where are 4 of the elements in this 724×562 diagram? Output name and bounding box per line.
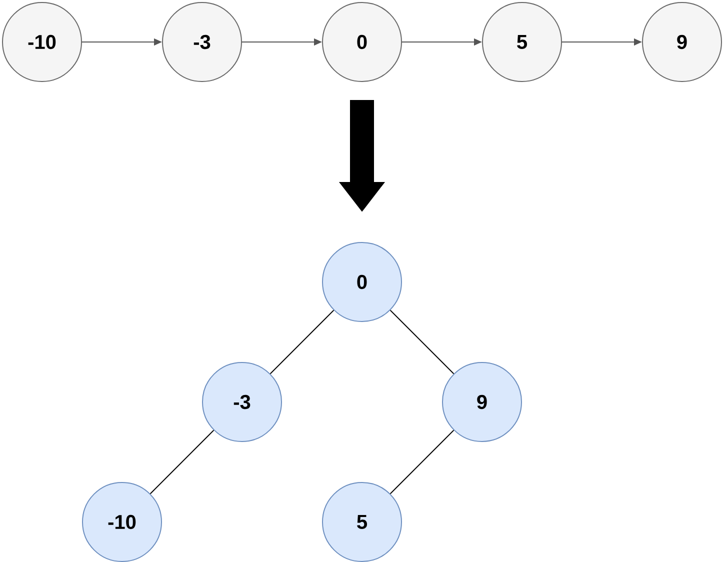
tree-edge bbox=[390, 310, 454, 374]
tree-edge bbox=[270, 310, 334, 374]
tree-edge bbox=[150, 430, 214, 494]
tree-edge bbox=[390, 430, 454, 494]
